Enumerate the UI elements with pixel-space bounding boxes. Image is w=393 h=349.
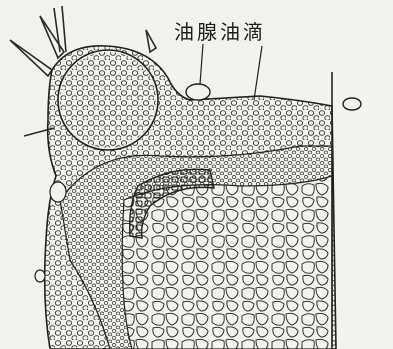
oil-drop	[186, 84, 210, 100]
label-oil-gland: 油腺	[174, 16, 220, 45]
label-group: 油腺 油滴	[174, 16, 266, 45]
label-oil-drop: 油滴	[220, 16, 266, 45]
